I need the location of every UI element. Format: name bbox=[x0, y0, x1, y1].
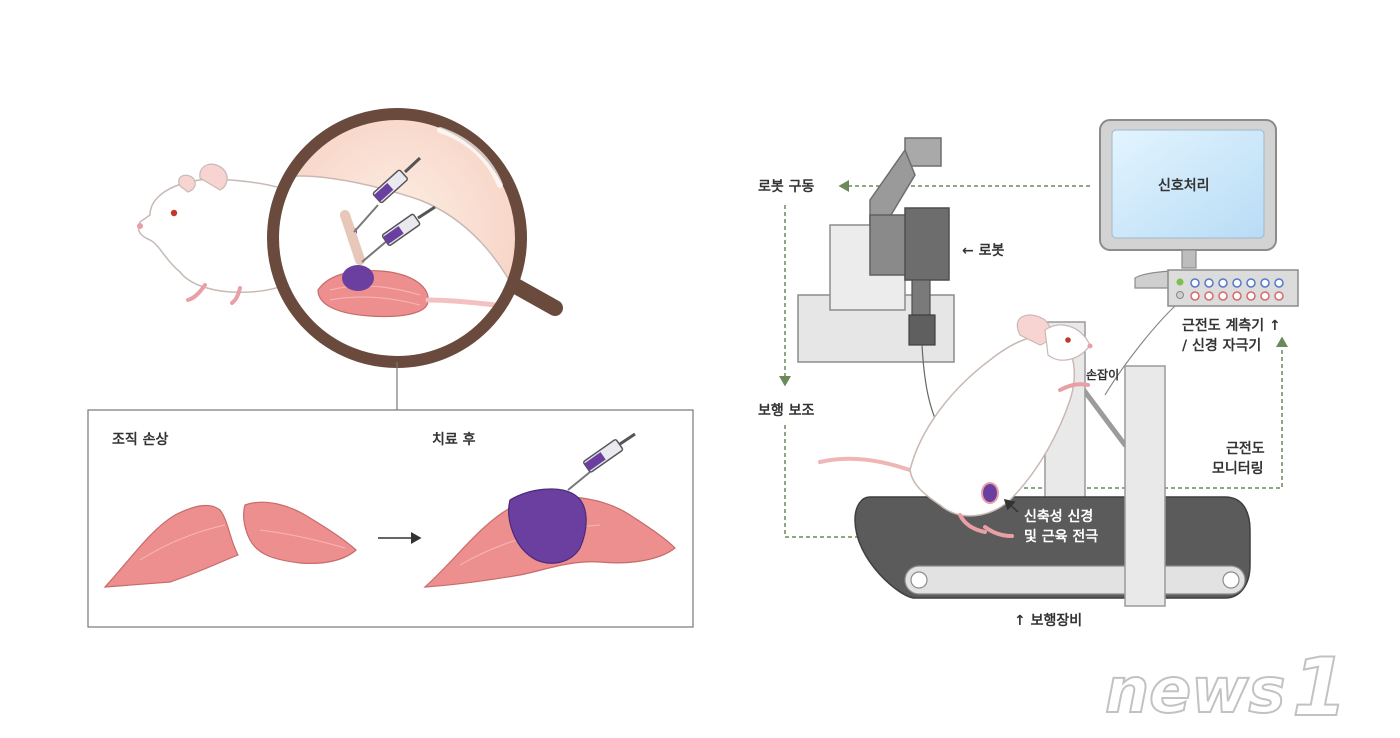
walking-rat-illustration bbox=[818, 314, 1093, 538]
news1-logo: news 1 bbox=[1104, 640, 1349, 735]
port-dot bbox=[1218, 278, 1228, 288]
label-electrode-1: 신축성 신경 bbox=[1024, 509, 1094, 525]
robot-illustration bbox=[797, 137, 955, 441]
label-emg-monitoring-1: 근전도 bbox=[1226, 441, 1265, 457]
label-robot: ← 로봇 bbox=[962, 243, 1005, 259]
port-dot bbox=[1246, 278, 1256, 288]
label-after-treatment: 치료 후 bbox=[432, 432, 476, 448]
syringe-icon bbox=[361, 205, 436, 263]
label-robot-drive: 로봇 구동 bbox=[758, 179, 815, 195]
port-dot bbox=[1204, 278, 1214, 288]
port-dot bbox=[1274, 278, 1284, 288]
syringe-icon bbox=[567, 432, 636, 491]
label-emg-meter-2: / 신경 자극기 bbox=[1182, 338, 1262, 354]
damaged-muscle bbox=[103, 501, 357, 588]
port-dot bbox=[1260, 291, 1270, 301]
port-dot bbox=[1260, 278, 1270, 288]
svg-text:news: news bbox=[1105, 654, 1285, 727]
syringe-icon bbox=[353, 156, 422, 233]
label-emg-monitoring-2: 모니터링 bbox=[1212, 461, 1264, 477]
monitor-screen-text: 신호처리 bbox=[1158, 178, 1210, 194]
monitor-illustration bbox=[1099, 119, 1277, 289]
label-treadmill: ↑ 보행장비 bbox=[1014, 613, 1083, 629]
emg-device bbox=[1167, 269, 1299, 307]
port-dot bbox=[1232, 278, 1242, 288]
port-dot bbox=[1190, 291, 1200, 301]
port-dot bbox=[1246, 291, 1256, 301]
port-dot bbox=[1204, 291, 1214, 301]
handle-wire bbox=[1104, 305, 1176, 396]
label-electrode-2: 및 근육 전극 bbox=[1024, 529, 1099, 545]
port-row-blue bbox=[1190, 278, 1284, 288]
svg-text:1: 1 bbox=[1292, 641, 1348, 734]
magnifier-lens bbox=[267, 108, 527, 368]
label-emg-meter-1: 근전도 계측기 ↑ bbox=[1182, 318, 1281, 334]
treated-muscle bbox=[423, 488, 676, 588]
port-row-red bbox=[1190, 291, 1284, 301]
handle-bar bbox=[1077, 382, 1128, 448]
label-walk-assist: 보행 보조 bbox=[758, 403, 815, 419]
port-dot bbox=[1274, 291, 1284, 301]
label-tissue-damage: 조직 손상 bbox=[112, 432, 169, 448]
port-dot bbox=[1218, 291, 1228, 301]
port-dot bbox=[1190, 278, 1200, 288]
treadmill-illustration bbox=[854, 321, 1251, 607]
port-dot bbox=[1232, 291, 1242, 301]
electrode-pointer bbox=[1003, 498, 1019, 513]
label-handle: 손잡이 bbox=[1086, 368, 1120, 382]
